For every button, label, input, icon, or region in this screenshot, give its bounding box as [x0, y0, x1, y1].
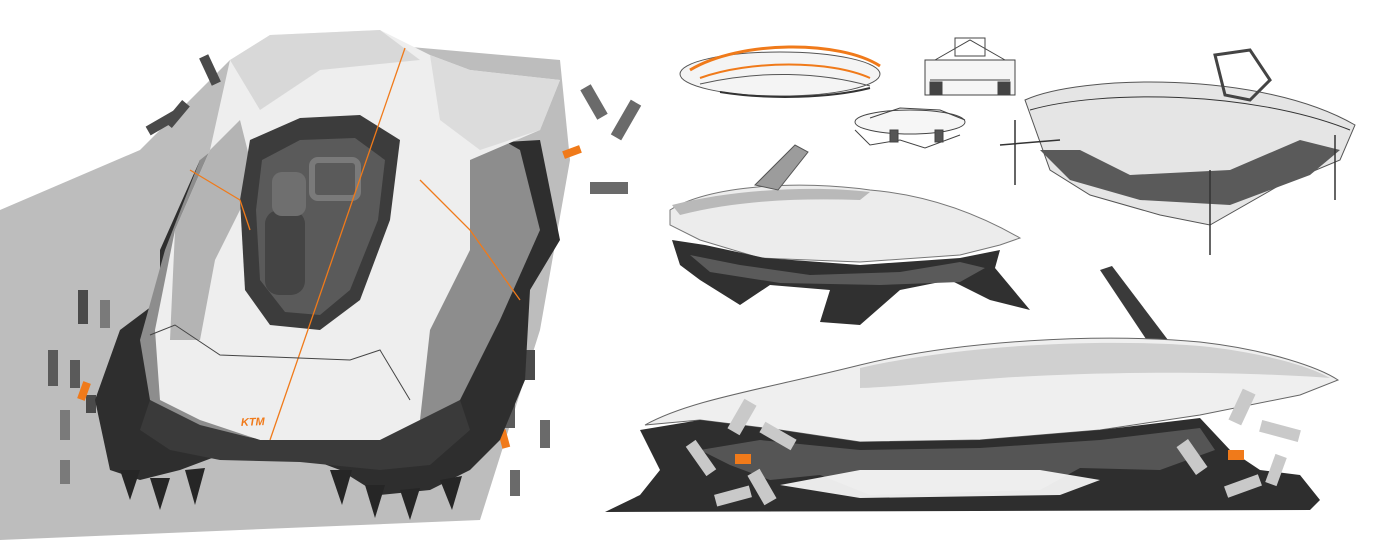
shell-shade-left — [170, 120, 255, 340]
shell-shade-top — [230, 30, 420, 110]
seat-back — [272, 172, 306, 216]
profile-light-shards — [685, 388, 1301, 507]
side-profile-render — [605, 266, 1340, 512]
orange-marker-right — [1228, 450, 1244, 460]
thumbnail-sketch-top-left — [679, 45, 881, 98]
orange-guide-lines — [189, 47, 521, 441]
seat — [265, 210, 305, 295]
chassis-teeth — [120, 468, 462, 520]
front-contour-line — [149, 324, 411, 401]
orange-marker-left — [735, 454, 751, 464]
top-view-car-render — [0, 30, 642, 540]
thumbnail-sketch-front — [924, 37, 1016, 96]
thumbnail-sketch-three-quarter — [999, 48, 1356, 255]
rear-band — [140, 400, 470, 470]
shell-shade-right — [430, 55, 560, 150]
logo-text: KTM — [241, 416, 266, 429]
side-three-quarter-render — [669, 144, 1030, 325]
steering-wheel — [309, 157, 361, 201]
thumbnail-sketch-low — [854, 107, 966, 149]
